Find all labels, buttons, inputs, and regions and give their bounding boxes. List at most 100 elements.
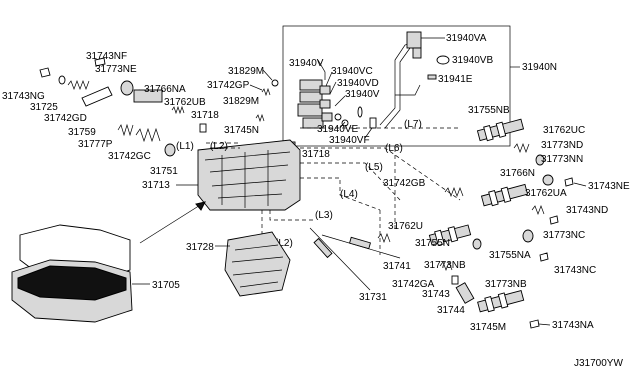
- label-31742GC: 31742GC: [108, 151, 151, 162]
- clip-31743NF: [94, 57, 106, 67]
- connector-31940VA: [406, 31, 422, 49]
- ref-line-L6: [300, 147, 461, 201]
- label-31755N: 31755N: [415, 238, 450, 249]
- valve-assembly-31705: 31705: [11, 201, 206, 323]
- label-31766N: 31766N: [500, 168, 535, 179]
- connector-body: [412, 47, 422, 59]
- label-31773NC: 31773NC: [543, 230, 585, 241]
- label-31766NA: 31766NA: [144, 84, 186, 95]
- ref-line-L1: [206, 142, 240, 149]
- solenoid-3: [297, 103, 323, 117]
- plug-31725: [58, 75, 66, 85]
- label-31759: 31759: [68, 127, 96, 138]
- label-31829M-b: 31829M: [223, 96, 259, 107]
- valve-31766NA: [133, 89, 163, 103]
- label-31743NA: 31743NA: [552, 320, 594, 331]
- spool-31766N: [480, 183, 529, 207]
- label-31718-b: 31718: [302, 149, 330, 160]
- leader-31940V: [317, 59, 326, 80]
- sleeve-31744: [455, 282, 475, 304]
- plate-holes: [231, 244, 284, 288]
- label-31742GP: 31742GP: [207, 80, 250, 91]
- clip-31743NG: [39, 67, 51, 78]
- solenoid-tip-1: [319, 85, 331, 95]
- label-31743: 31743: [422, 289, 450, 300]
- label-31773NN: 31773NN: [541, 154, 583, 165]
- clip-31743NA: [529, 319, 540, 329]
- spring-31762UB: [171, 105, 185, 115]
- plug-31773NC: [522, 229, 534, 243]
- label-31743NC: 31743NC: [554, 265, 596, 276]
- leader-31940VE: [339, 121, 346, 129]
- leader-31940V-b: [334, 95, 346, 107]
- ref-line-L3: [269, 210, 315, 221]
- left-valve-group: 31743NF 31773NE 31766NA 31762UB 31743NG …: [2, 51, 206, 191]
- label-31718-a: 31718: [191, 110, 219, 121]
- label-31940VC: 31940VC: [331, 66, 373, 77]
- solenoid-assembly-group: 31940VA 31940VB 31940N 31940V 31940VC 31…: [282, 25, 557, 147]
- solenoid-ring-1: [334, 113, 342, 121]
- label-31755NB: 31755NB: [468, 105, 510, 116]
- spring-31762U: [377, 233, 391, 243]
- leader-31743NA: [538, 323, 551, 326]
- valve-31731: [313, 237, 333, 259]
- label-31777P: 31777P: [78, 139, 113, 150]
- label-31762UB: 31762UB: [164, 97, 206, 108]
- solenoid-4: [302, 117, 324, 129]
- label-31940V-b: 31940V: [345, 89, 380, 100]
- ref-L3: (L3): [315, 210, 333, 221]
- clip-31743: [451, 275, 459, 285]
- solenoid-tip-3: [321, 112, 333, 122]
- solenoid-ring-2: [341, 119, 349, 127]
- label-31744: 31744: [437, 305, 465, 316]
- label-31728: 31728: [186, 242, 214, 253]
- spool-31755NB: [476, 118, 525, 142]
- label-31762U: 31762U: [388, 221, 423, 232]
- plug-31773NB: [472, 238, 482, 250]
- label-31743NF: 31743NF: [86, 51, 127, 62]
- label-31762UC: 31762UC: [543, 125, 585, 136]
- label-31743NE: 31743NE: [588, 181, 630, 192]
- label-31743NG: 31743NG: [2, 91, 45, 102]
- label-31773NB-b: 31773NB: [485, 279, 527, 290]
- spring-31742GA: [439, 261, 453, 271]
- label-31940VE: 31940VE: [317, 124, 358, 135]
- leader-31743NE: [573, 182, 587, 187]
- label-31742GD: 31742GD: [44, 113, 87, 124]
- label-31940VB: 31940VB: [452, 55, 493, 66]
- leader-31940VF: [364, 127, 373, 139]
- leader-31940VC: [325, 71, 333, 87]
- spring-31742GD: [67, 80, 90, 90]
- label-31773ND: 31773ND: [541, 140, 583, 151]
- ref-L7: (L7): [404, 119, 422, 130]
- oring-31940VB: [436, 55, 450, 65]
- separator-plate-31728: 31728: [186, 231, 291, 297]
- clip-31743NE: [564, 177, 574, 187]
- clip-31743ND: [549, 215, 559, 225]
- ref-line-drop: [379, 148, 396, 255]
- ref-L2: (L2): [210, 141, 228, 152]
- arrow-shaft: [139, 201, 206, 244]
- label-31755NA: 31755NA: [489, 250, 531, 261]
- spring-31742GC: [135, 127, 161, 143]
- leader-31940VD: [329, 81, 337, 95]
- spring-31742GP: [261, 87, 271, 97]
- label-31940V: 31940V: [289, 58, 324, 69]
- label-31745N: 31745N: [224, 125, 259, 136]
- spring-31745N: [255, 113, 265, 123]
- label-31773NE: 31773NE: [95, 64, 137, 75]
- ref-L2b: (L2): [275, 238, 293, 249]
- diagram-id: J31700YW: [574, 358, 623, 369]
- ref-L6: (L6): [385, 143, 403, 154]
- valve-31741: [349, 236, 371, 250]
- plug-31773NE: [120, 80, 134, 96]
- solenoid-assembly-frame: [282, 25, 511, 147]
- ref-line-L4: [300, 177, 381, 211]
- plug-31773ND: [535, 154, 545, 166]
- ref-line-L5: [300, 162, 401, 201]
- arrow-head: [195, 201, 206, 211]
- spool-31745M: [477, 289, 525, 313]
- label-31940N: 31940N: [522, 62, 557, 73]
- label-31731: 31731: [359, 292, 387, 303]
